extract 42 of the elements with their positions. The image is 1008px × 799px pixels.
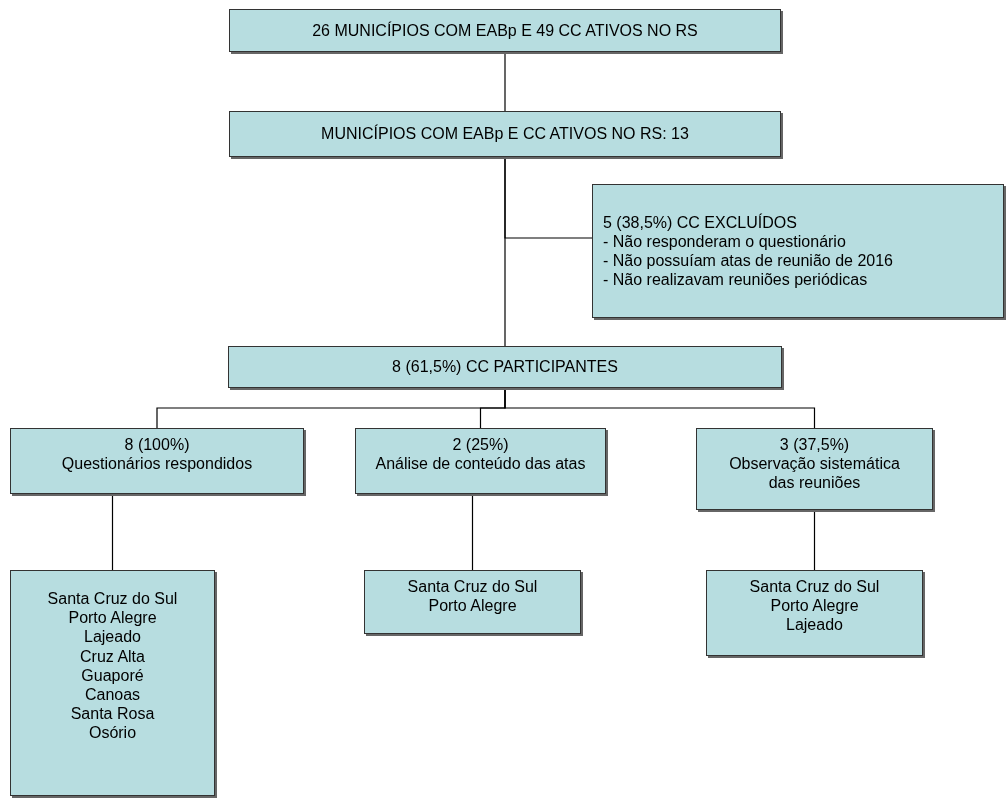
connector-line	[471, 493, 474, 571]
box-text: Canoas	[84, 684, 141, 705]
box-text: 26 MUNICÍPIOS COM EABp E 49 CC ATIVOS NO RS	[312, 20, 698, 41]
connector-line	[504, 387, 816, 429]
box-text: 8 (61,5%) CC PARTICIPANTES	[392, 357, 618, 377]
list-box	[10, 570, 215, 796]
box-text: - Não realizavam reuniões periódicas	[603, 270, 868, 290]
connector-line	[504, 51, 506, 112]
box-text: - Não possuíam atas de reunião de 2016	[603, 251, 893, 271]
box-text: Santa Rosa	[70, 704, 155, 724]
box-text: 3 (37,5%)	[779, 435, 850, 455]
box-text: Análise de conteúdo das atas	[375, 454, 586, 474]
process-box	[228, 346, 782, 388]
box-text: Osório	[88, 723, 137, 743]
connector-line	[813, 509, 816, 571]
box-text: Cruz Alta	[80, 646, 145, 666]
list-box	[706, 570, 923, 656]
box-text: 8 (100%)	[124, 435, 190, 455]
box-text: Lajeado	[84, 627, 141, 647]
box-text: Lajeado	[786, 615, 843, 635]
box-text: Porto Alegre	[428, 596, 517, 616]
box-text: MUNICÍPIOS COM EABp E CC ATIVOS NO RS: 13	[321, 124, 689, 144]
box-text: Guaporé	[81, 665, 144, 685]
box-text: Questionários respondidos	[61, 454, 253, 474]
box-text: Santa Cruz do Sul	[749, 577, 880, 597]
box-text: 2 (25%)	[452, 435, 509, 455]
box-text: - Não responderam o questionário	[603, 231, 846, 251]
box-text: Observação sistemática das reuniões	[728, 454, 901, 493]
box-text: Santa Cruz do Sul	[407, 577, 538, 597]
process-box	[229, 9, 781, 52]
box-text: Porto Alegre	[770, 596, 859, 616]
process-box	[10, 428, 304, 494]
connector-line	[111, 493, 114, 571]
box-text: Porto Alegre	[68, 608, 157, 628]
connector-line	[504, 156, 506, 347]
note-box	[592, 184, 1004, 318]
process-box	[229, 111, 781, 157]
list-box	[364, 570, 581, 634]
process-box	[696, 428, 933, 510]
box-text: Santa Cruz do Sul	[47, 589, 178, 609]
process-box	[355, 428, 606, 494]
box-text: 5 (38,5%) CC EXCLUÍDOS	[603, 212, 797, 232]
